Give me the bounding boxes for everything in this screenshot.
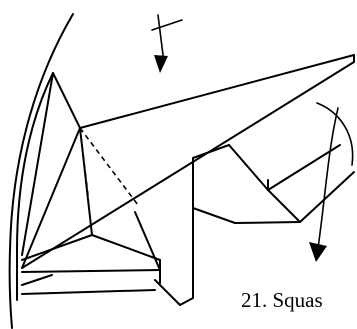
middle-step-down xyxy=(228,144,269,191)
inner-curve-left xyxy=(16,72,54,301)
hidden-fold-1 xyxy=(79,127,89,196)
middle-step xyxy=(192,144,230,159)
x-mark-with-arrow-icon xyxy=(151,14,183,73)
top-edge xyxy=(79,54,355,129)
lower-horizontal-2 xyxy=(21,289,156,295)
center-vertical xyxy=(134,211,161,271)
step-caption: 21. Squas xyxy=(241,288,323,312)
apex-to-center xyxy=(79,127,93,236)
hidden-fold-2 xyxy=(79,127,139,206)
right-lower-diagonal-2 xyxy=(299,171,355,223)
left-flap-edge xyxy=(52,72,81,129)
apex-to-left xyxy=(21,127,81,269)
center-left-line xyxy=(21,234,93,261)
right-lower-flap xyxy=(267,144,341,191)
right-lower-edge xyxy=(192,207,301,224)
left-small-wedge xyxy=(21,274,53,286)
center-right-line xyxy=(91,234,161,261)
bottom-notch xyxy=(154,279,194,306)
left-flap-long-edge xyxy=(21,72,54,256)
long-diagonal xyxy=(21,61,355,269)
outer-curve-left xyxy=(8,13,74,329)
curved-fold-arrow-icon xyxy=(309,102,354,262)
lower-horizontal xyxy=(21,269,161,273)
right-lower-diagonal xyxy=(267,189,301,223)
